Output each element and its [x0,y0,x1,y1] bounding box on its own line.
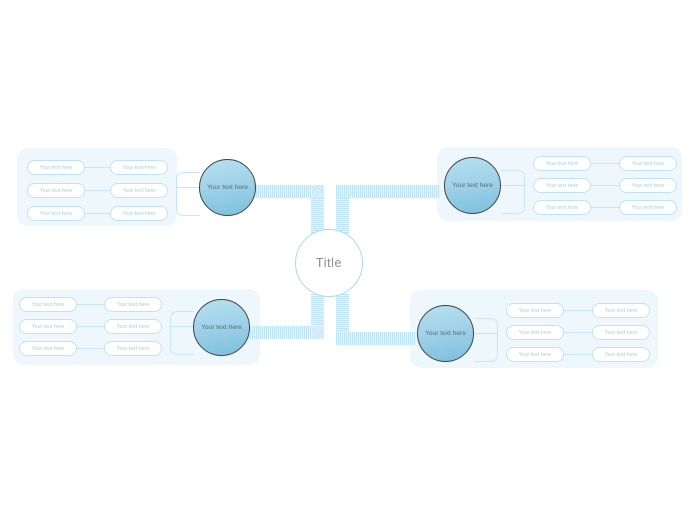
leaf-label: Your text here [39,187,73,194]
leaf-label: Your text here [518,351,552,358]
leaf-bottom-left-inner-1[interactable]: Your text here [104,297,162,312]
connector-bottom-right-2 [564,332,592,333]
ribbon-bottom-right-horizontal [336,332,416,345]
leaf-top-right-outer-1[interactable]: Your text here [619,156,677,171]
connector-top-left-1 [85,167,110,168]
leaf-label: Your text here [545,182,579,189]
connector-bottom-left-3 [76,348,104,349]
bracket-bottom-right [474,318,498,362]
connector-bottom-left-2 [76,326,104,327]
leaf-label: Your text here [122,187,156,194]
ribbon-top-left-vertical [311,196,324,234]
connector-top-right-3 [591,207,619,208]
leaf-top-right-inner-1[interactable]: Your text here [533,156,591,171]
leaf-label: Your text here [116,323,150,330]
leaf-label: Your text here [545,160,579,167]
bracket-top-left [176,172,200,216]
leaf-bottom-left-outer-3[interactable]: Your text here [19,341,77,356]
connector-bottom-right-stem [473,333,497,334]
ribbon-top-left-corner [311,185,324,198]
ribbon-bottom-right-vertical [336,294,349,332]
ribbon-bottom-left-horizontal [248,326,312,339]
leaf-top-right-inner-2[interactable]: Your text here [533,178,591,193]
connector-top-right-1 [591,163,619,164]
leaf-top-left-inner-3[interactable]: Your text here [110,206,168,221]
leaf-bottom-left-inner-3[interactable]: Your text here [104,341,162,356]
leaf-label: Your text here [116,345,150,352]
leaf-bottom-right-inner-1[interactable]: Your text here [506,303,564,318]
branch-top-right[interactable]: Your text here [444,157,501,214]
leaf-label: Your text here [518,307,552,314]
connector-top-left-3 [85,213,110,214]
ribbon-bottom-left-vertical [311,294,324,326]
leaf-label: Your text here [31,301,65,308]
branch-bottom-right[interactable]: Your text here [417,305,474,362]
connector-top-left-2 [85,190,110,191]
connector-bottom-right-1 [564,310,592,311]
connector-bottom-left-stem [170,326,194,327]
connector-bottom-right-3 [564,354,592,355]
ribbon-top-left-horizontal [254,185,312,198]
leaf-label: Your text here [31,323,65,330]
leaf-label: Your text here [39,210,73,217]
branch-top-left-label: Your text here [207,184,248,191]
connector-top-left-stem [176,187,200,188]
leaf-bottom-left-outer-1[interactable]: Your text here [19,297,77,312]
ribbon-top-right-vertical [336,196,349,234]
leaf-bottom-right-outer-1[interactable]: Your text here [592,303,650,318]
leaf-bottom-left-outer-2[interactable]: Your text here [19,319,77,334]
leaf-top-left-inner-1[interactable]: Your text here [110,160,168,175]
branch-top-left[interactable]: Your text here [199,159,256,216]
branch-bottom-left[interactable]: Your text here [193,299,250,356]
leaf-top-left-outer-3[interactable]: Your text here [27,206,85,221]
bracket-bottom-left [170,311,194,355]
leaf-label: Your text here [604,329,638,336]
leaf-label: Your text here [631,204,665,211]
leaf-label: Your text here [116,301,150,308]
branch-bottom-left-label: Your text here [201,324,242,331]
leaf-label: Your text here [545,204,579,211]
leaf-bottom-right-inner-2[interactable]: Your text here [506,325,564,340]
leaf-label: Your text here [122,164,156,171]
center-node-title[interactable]: Title [295,229,363,297]
connector-bottom-left-1 [76,304,104,305]
leaf-label: Your text here [631,182,665,189]
bracket-top-right [501,170,525,214]
leaf-label: Your text here [631,160,665,167]
leaf-label: Your text here [39,164,73,171]
leaf-top-right-outer-2[interactable]: Your text here [619,178,677,193]
leaf-label: Your text here [604,307,638,314]
leaf-top-left-inner-2[interactable]: Your text here [110,183,168,198]
center-node-label: Title [315,256,343,270]
leaf-bottom-right-outer-3[interactable]: Your text here [592,347,650,362]
branch-top-right-label: Your text here [452,182,493,189]
leaf-bottom-left-inner-2[interactable]: Your text here [104,319,162,334]
leaf-top-left-outer-1[interactable]: Your text here [27,160,85,175]
leaf-bottom-right-outer-2[interactable]: Your text here [592,325,650,340]
connector-top-right-stem [500,185,524,186]
leaf-label: Your text here [518,329,552,336]
leaf-bottom-right-inner-3[interactable]: Your text here [506,347,564,362]
ribbon-top-right-horizontal [336,185,440,198]
branch-bottom-right-label: Your text here [425,330,466,337]
leaf-top-left-outer-2[interactable]: Your text here [27,183,85,198]
leaf-top-right-outer-3[interactable]: Your text here [619,200,677,215]
leaf-label: Your text here [604,351,638,358]
leaf-label: Your text here [31,345,65,352]
ribbon-bottom-left-corner [311,326,324,339]
leaf-label: Your text here [122,210,156,217]
leaf-top-right-inner-3[interactable]: Your text here [533,200,591,215]
connector-top-right-2 [591,185,619,186]
